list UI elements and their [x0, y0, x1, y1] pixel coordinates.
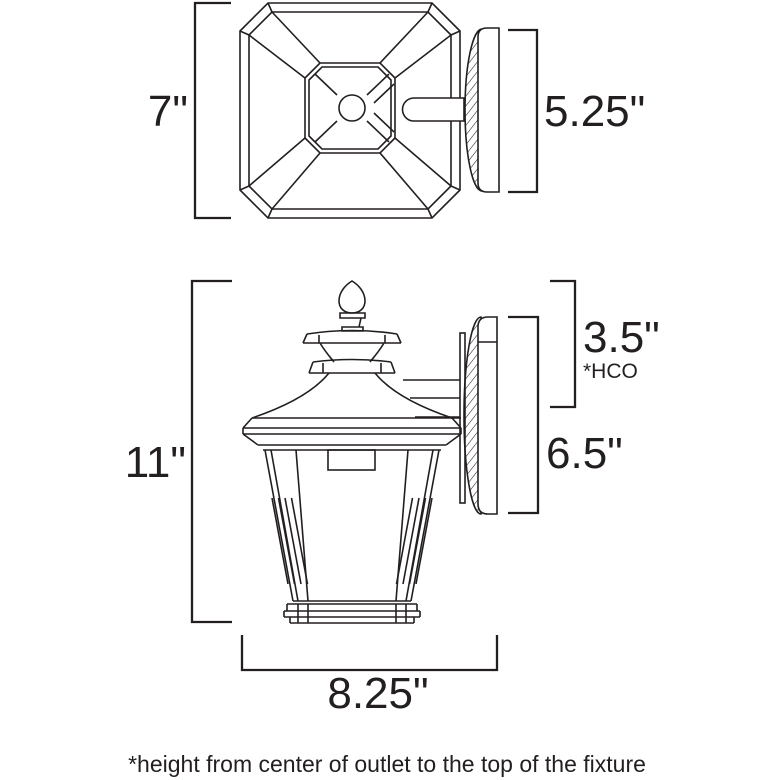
- dim-bracket-side-width: [240, 635, 499, 672]
- side-view-mount-arm: [403, 379, 461, 418]
- side-view-left-slats: [271, 497, 309, 585]
- top-view-dimensions: [193, 1, 539, 220]
- dim-label-side-width: 8.25": [327, 669, 428, 718]
- top-view-cap-octagon: [304, 62, 396, 154]
- dim-label-side-height: 11": [125, 438, 186, 487]
- dim-bracket-side-height: [190, 279, 232, 624]
- dim-label-top-width: 7": [148, 87, 188, 136]
- footnote-text: *height from center of outlet to the top…: [128, 751, 646, 777]
- dim-bracket-top-width: [193, 1, 231, 220]
- dim-bracket-backplate-height: [508, 315, 540, 515]
- side-view-drawing: [242, 280, 498, 624]
- side-view-backplate-face: [477, 316, 498, 515]
- side-view-right-slats: [395, 497, 433, 585]
- top-view-drawing: [239, 2, 500, 219]
- top-view-backplate-face: [477, 27, 500, 193]
- side-view-backplate-edge: [463, 316, 482, 515]
- side-view-lamp-housing: [327, 449, 376, 471]
- side-view-dimensions: [190, 279, 577, 672]
- dim-label-backplate-height: 6.5": [546, 429, 623, 478]
- side-view-roof: [251, 372, 453, 419]
- top-view-mount-arm: [401, 97, 465, 122]
- dim-note-hco: *HCO: [583, 360, 638, 383]
- dim-label-hco: 3.5": [583, 313, 660, 362]
- dim-bracket-top-depth: [508, 28, 539, 194]
- side-view-finial: [338, 280, 366, 314]
- dim-label-top-depth: 5.25": [544, 87, 645, 136]
- dim-bracket-hco: [550, 279, 577, 409]
- top-view-finial-circle: [338, 94, 366, 122]
